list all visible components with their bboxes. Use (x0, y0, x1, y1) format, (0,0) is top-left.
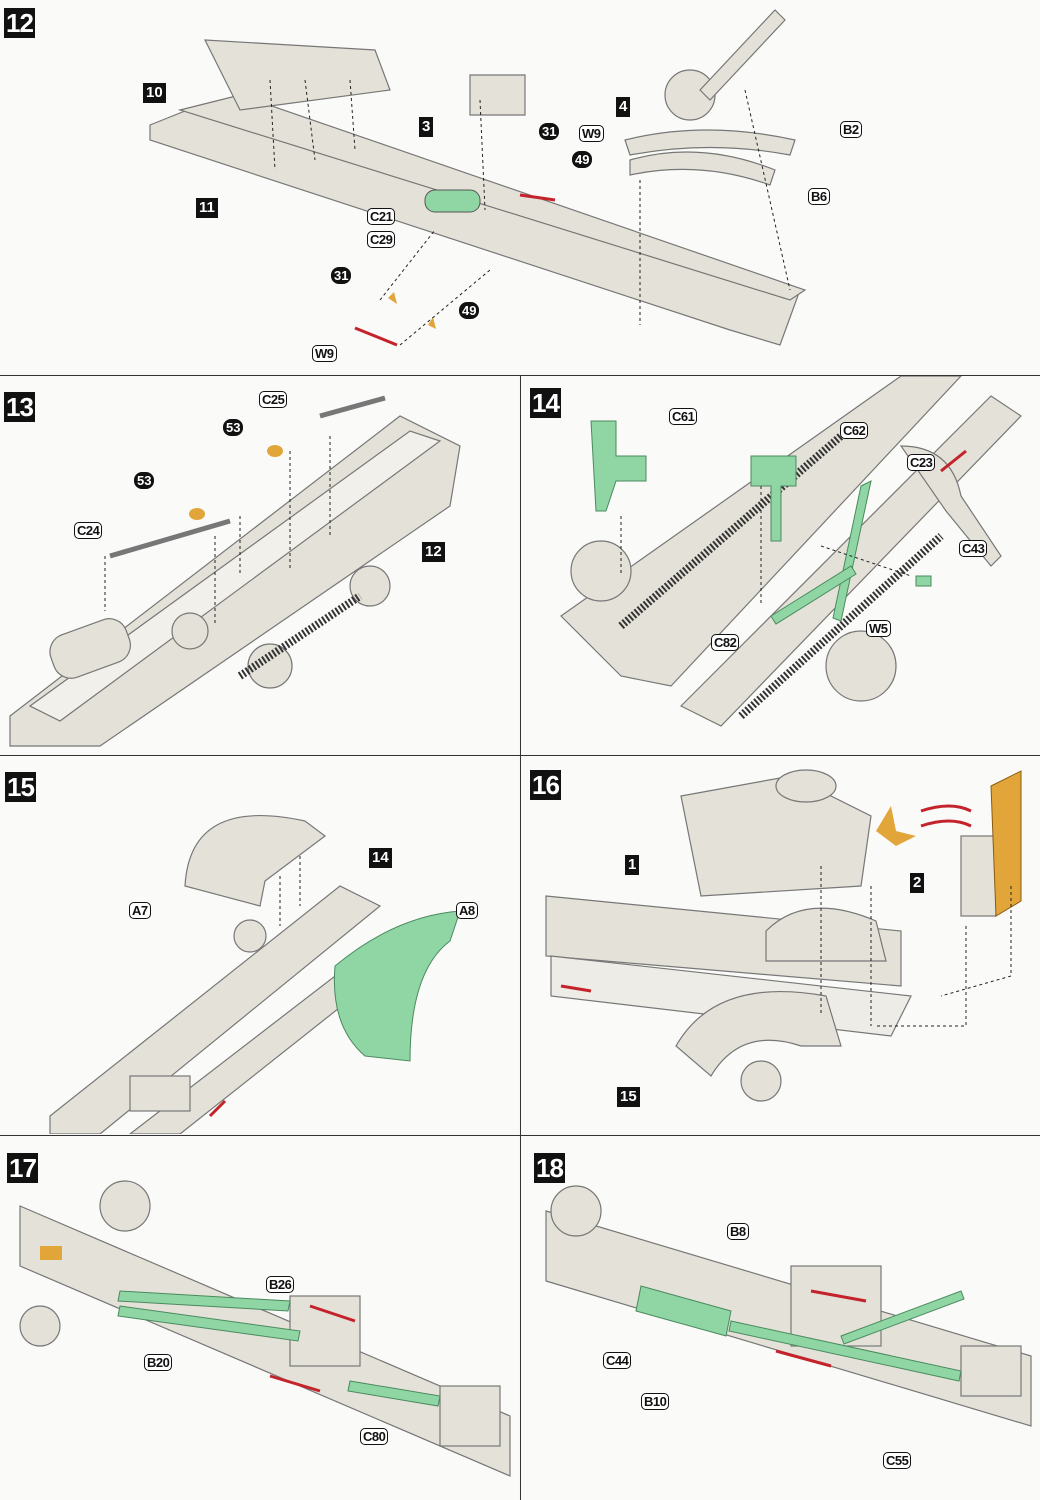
step-17-illustration (19, 1180, 511, 1477)
callout: B6 (808, 188, 830, 205)
callout: C23 (907, 454, 936, 471)
step-16-illustration (545, 769, 1022, 1102)
callout: B20 (144, 1354, 173, 1371)
part-ref: 11 (196, 198, 218, 218)
callout: C25 (259, 391, 288, 408)
part-ref: 4 (616, 97, 631, 117)
callout: B10 (641, 1393, 670, 1410)
part-ref: 14 (369, 848, 392, 868)
step-18-illustration (545, 1185, 1032, 1427)
step-number: 16 (530, 770, 561, 800)
callout: 31 (331, 267, 352, 284)
step-14-panel: 14 C61 C62 C23 C43 W5 C82 (521, 376, 1040, 754)
step-number: 15 (5, 772, 36, 802)
callout: C61 (669, 408, 698, 425)
callout: W9 (312, 345, 337, 362)
part-ref: 1 (625, 855, 640, 875)
callout: 49 (572, 151, 593, 168)
callout: C62 (840, 422, 869, 439)
callout: A7 (129, 902, 151, 919)
step-13-panel: 13 C25 53 53 C24 12 (0, 376, 519, 754)
callout: C44 (603, 1352, 632, 1369)
callout: W9 (579, 125, 604, 142)
step-15-panel: 15 14 A7 A8 (0, 756, 519, 1134)
step-number: 14 (530, 388, 561, 418)
callout: 31 (539, 123, 560, 140)
step-number: 12 (4, 8, 35, 38)
step-number: 17 (7, 1153, 38, 1183)
part-ref: 10 (143, 83, 166, 103)
step-number: 18 (534, 1153, 565, 1183)
part-ref: 15 (617, 1087, 640, 1107)
step-17-panel: 17 B26 B20 C80 (0, 1136, 519, 1500)
callout: C24 (74, 522, 103, 539)
step-12-panel: 12 10 3 4 11 31 W9 49 B2 B6 C21 C29 31 4… (0, 0, 1040, 374)
step-12-illustration (149, 9, 807, 347)
step-13-illustration (9, 395, 461, 747)
callout: W5 (866, 620, 891, 637)
callout: B26 (266, 1276, 295, 1293)
callout: A8 (456, 902, 478, 919)
callout: 49 (459, 302, 480, 319)
part-ref: 3 (419, 117, 434, 137)
callout: C82 (711, 634, 740, 651)
callout: C43 (959, 540, 988, 557)
callout: C21 (367, 208, 396, 225)
callout: C29 (367, 231, 396, 248)
step-15-illustration (49, 814, 461, 1134)
step-18-panel: 18 B8 C44 B10 C55 (521, 1136, 1040, 1500)
callout: 53 (223, 419, 244, 436)
part-ref: 2 (910, 873, 925, 893)
callout: B8 (727, 1223, 749, 1240)
step-number: 13 (4, 392, 35, 422)
callout: C55 (883, 1452, 912, 1469)
callout: C80 (360, 1428, 389, 1445)
step-14-illustration (560, 376, 1022, 727)
part-ref: 12 (422, 542, 445, 562)
divider (520, 375, 521, 1500)
callout: 53 (134, 472, 155, 489)
callout: B2 (840, 121, 862, 138)
step-16-panel: 16 1 2 15 (521, 756, 1040, 1134)
